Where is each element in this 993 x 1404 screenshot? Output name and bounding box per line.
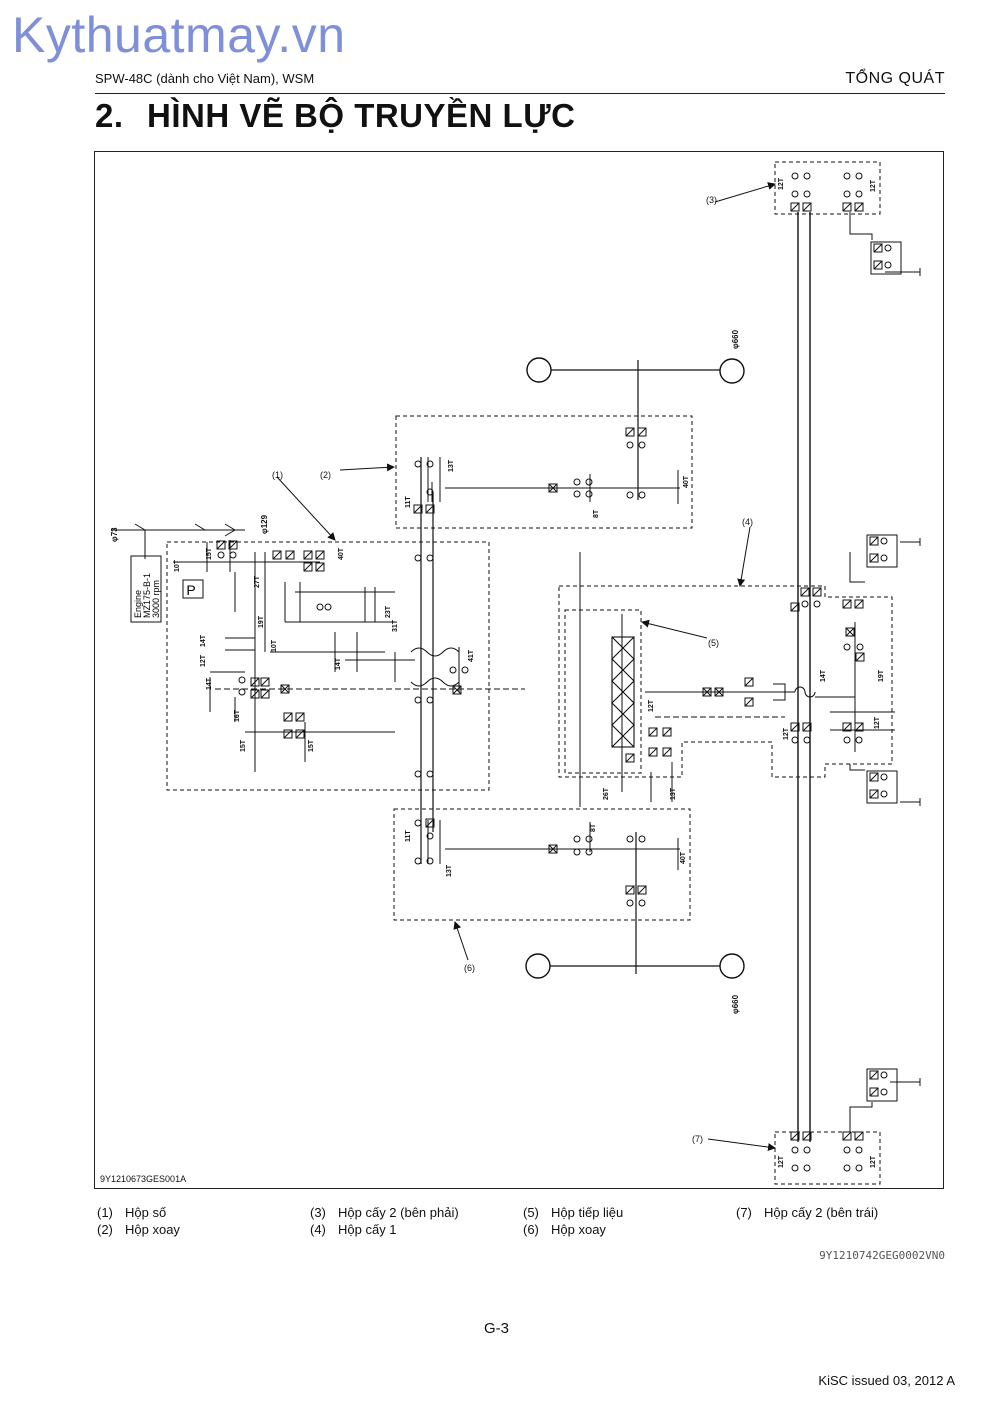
dim-73: φ73 xyxy=(110,527,119,542)
page-number: G-3 xyxy=(483,1320,509,1337)
tooth-label: 13T xyxy=(446,864,453,877)
legend-item: (1) Hộp số xyxy=(97,1205,166,1220)
bearing-symbols xyxy=(216,172,892,1172)
dim-660-top: φ660 xyxy=(731,329,740,349)
legend-label: Hộp số xyxy=(125,1205,167,1220)
figure-code: 9Y1210673GES001A xyxy=(100,1174,187,1184)
tooth-label: 12T xyxy=(778,177,785,190)
legend-label: Hộp cấy 1 xyxy=(338,1222,397,1237)
tooth-label: 13T xyxy=(670,787,677,800)
tooth-label: 15T xyxy=(240,739,247,752)
watermark: Kythuatmay.vn xyxy=(12,7,346,63)
dim-129: φ129 xyxy=(260,514,269,534)
legend-label: Hộp xoay xyxy=(551,1222,606,1237)
tooth-label: 14T xyxy=(200,634,207,647)
legend-item: (5) Hộp tiếp liệu xyxy=(523,1205,623,1220)
callout-6: (6) xyxy=(464,963,475,973)
issued-note: KiSC issued 03, 2012 A xyxy=(818,1373,955,1388)
legend-number: (2) xyxy=(97,1222,113,1237)
tooth-label: 40T xyxy=(338,547,345,560)
callout-1: (1) xyxy=(272,470,283,480)
tooth-label: 14T xyxy=(206,677,213,690)
legend-label: Hộp xoay xyxy=(125,1222,180,1237)
tooth-label: 40T xyxy=(680,851,687,864)
tooth-label: 11T xyxy=(405,830,412,842)
pump-box xyxy=(182,579,204,599)
header-rule xyxy=(95,93,945,94)
legend-item: (3) Hộp cấy 2 (bên phải) xyxy=(310,1205,459,1220)
tooth-label: 23T xyxy=(385,605,392,618)
engine-box xyxy=(130,555,162,623)
tooth-label: 12T xyxy=(874,716,881,729)
engine-label: Engine xyxy=(133,590,143,618)
legend-number: (6) xyxy=(523,1222,539,1237)
tooth-label: 15T xyxy=(206,547,213,560)
tooth-label: 12T xyxy=(778,1155,785,1168)
tooth-label: 13T xyxy=(448,459,455,472)
housing-outlines xyxy=(166,161,893,1185)
tooth-label: 15T xyxy=(308,739,315,752)
engine-rpm: 3000 rpm xyxy=(151,580,161,618)
legend-item: (7) Hộp cấy 2 (bên trái) xyxy=(736,1205,878,1220)
tooth-label: 12T xyxy=(200,654,207,667)
tooth-label: 12T xyxy=(783,727,790,740)
legend-number: (7) xyxy=(736,1205,752,1220)
legend-item: (2) Hộp xoay xyxy=(97,1222,180,1237)
legend-number: (5) xyxy=(523,1205,539,1220)
tooth-label: 8T xyxy=(593,509,600,518)
tooth-label: 19T xyxy=(258,615,265,628)
legend-label: Hộp tiếp liệu xyxy=(551,1205,624,1220)
legend-label: Hộp cấy 2 (bên trái) xyxy=(764,1205,879,1220)
diagram-svg: P Engine MZ175-B-1 3000 rpm xyxy=(110,161,921,1185)
page-title: 2. HÌNH VẼ BỘ TRUYỀN LỰC xyxy=(95,97,575,135)
title-text: HÌNH VẼ BỘ TRUYỀN LỰC xyxy=(147,97,576,134)
header-manual-title: SPW-48C (dành cho Việt Nam), WSM xyxy=(95,71,315,86)
transmission-diagram: P Engine MZ175-B-1 3000 rpm xyxy=(94,151,944,1189)
header-section: TỔNG QUÁT xyxy=(845,70,945,87)
engine-model: MZ175-B-1 xyxy=(142,573,152,618)
tooth-label: 27T xyxy=(254,575,261,588)
legend-item: (6) Hộp xoay xyxy=(523,1222,606,1237)
tooth-label: 11T xyxy=(405,496,412,508)
tooth-label: 10T xyxy=(174,559,181,572)
tooth-label: 8T xyxy=(590,823,597,832)
callout-4: (4) xyxy=(742,517,753,527)
legend-number: (3) xyxy=(310,1205,326,1220)
callout-7: (7) xyxy=(692,1134,703,1144)
tooth-label: 14T xyxy=(335,657,342,670)
feed-roller xyxy=(611,636,635,748)
title-number: 2. xyxy=(95,97,124,134)
callout-2: (2) xyxy=(320,470,331,480)
pump-label: P xyxy=(186,582,195,598)
tooth-label: 16T xyxy=(234,709,241,722)
tooth-label: 12T xyxy=(870,179,877,192)
tooth-label: 19T xyxy=(878,669,885,682)
legend-label: Hộp cấy 2 (bên phải) xyxy=(338,1205,459,1220)
tooth-label: 12T xyxy=(870,1155,877,1168)
legend-number: (4) xyxy=(310,1222,326,1237)
legend-item: (4) Hộp cấy 1 xyxy=(310,1222,397,1237)
callout-5: (5) xyxy=(708,638,719,648)
tooth-label: 31T xyxy=(392,619,399,632)
tooth-label: 14T xyxy=(820,669,827,682)
tooth-label: 41T xyxy=(468,649,475,662)
tooth-label: 26T xyxy=(603,787,610,800)
tooth-label: 40T xyxy=(683,475,690,488)
dim-660-bottom: φ660 xyxy=(731,994,740,1014)
tooth-label: 12T xyxy=(648,699,655,712)
legend-number: (1) xyxy=(97,1205,113,1220)
document-code: 9Y1210742GEG0002VN0 xyxy=(819,1249,945,1262)
tooth-label: 10T xyxy=(271,639,278,652)
callout-3: (3) xyxy=(706,195,717,205)
